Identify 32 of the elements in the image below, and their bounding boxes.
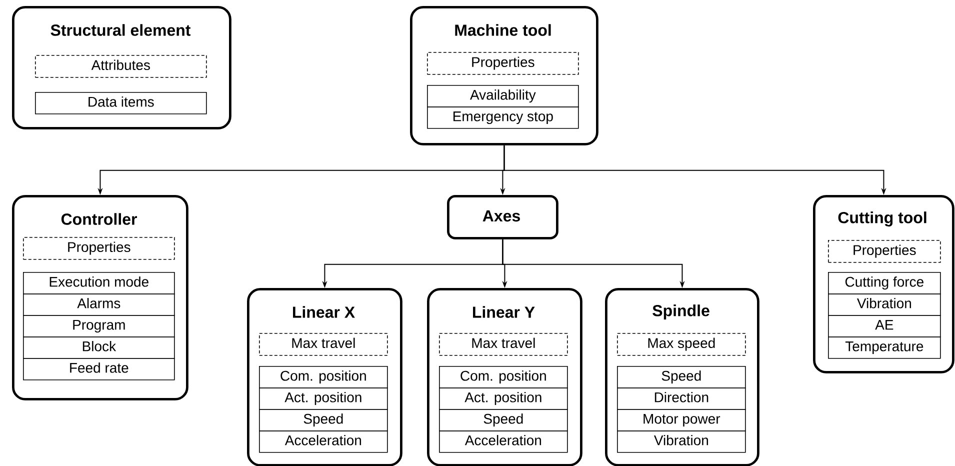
title-box: Axes [447,195,558,240]
data-item-cell: Motor power [617,409,746,432]
attribute-box: Properties [828,240,941,263]
data-item-cell: Com. position [439,366,568,388]
data-item-cell: Block [23,336,175,359]
data-item-cell: Temperature [828,336,941,359]
data-item-cell: Execution mode [23,272,175,294]
data-item-cell: Availability [427,85,579,108]
data-item-cell: Speed [259,409,388,432]
data-item-cell: Data items [35,92,207,114]
attribute-box: Properties [23,237,175,260]
data-item-cell: Vibration [828,294,941,316]
attribute-box: Max travel [259,333,388,356]
attribute-box: Attributes [35,55,207,78]
data-item-cell: Program [23,315,175,338]
data-item-cell: Speed [439,409,568,432]
data-item-cell: Act. position [259,388,388,410]
data-item-cell: Speed [617,366,746,388]
attribute-box: Max travel [439,333,568,356]
data-item-cell: AE [828,315,941,338]
data-item-cell: Act. position [439,388,568,410]
attribute-box: Max speed [617,333,746,356]
attribute-box: Properties [427,52,579,75]
data-item-cell: Acceleration [439,430,568,453]
data-item-cell: Acceleration [259,430,388,453]
data-item-cell: Com. position [259,366,388,388]
data-item-cell: Direction [617,388,746,410]
data-item-cell: Emergency stop [427,106,579,129]
data-item-cell: Vibration [617,430,746,453]
data-item-cell: Cutting force [828,272,941,294]
data-item-cell: Alarms [23,294,175,316]
data-item-cell: Feed rate [23,358,175,380]
